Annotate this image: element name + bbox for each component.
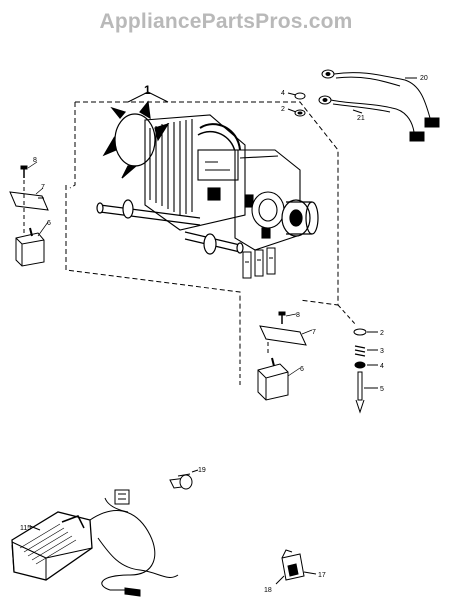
callout-18: 18 [264, 587, 272, 594]
top-nut-washer [287, 92, 306, 117]
callout-1: 1 [144, 83, 151, 97]
callout-6-mid: 6 [300, 366, 304, 373]
foot-control-assembly [11, 489, 179, 597]
leader-motor [127, 91, 149, 103]
callout-5-right: 5 [380, 386, 384, 393]
motor-assembly [96, 100, 319, 279]
callout-115: 115 [20, 525, 31, 532]
callout-17: 17 [318, 572, 326, 579]
right-hardware-stack [337, 304, 378, 414]
callout-6-left: 6 [47, 220, 51, 227]
drive-pulley [281, 199, 319, 237]
left-mount-hardware [9, 165, 49, 267]
field-core [144, 114, 246, 231]
wire-leads [318, 69, 440, 142]
lamp-bulb [169, 469, 199, 490]
callout-4-top: 4 [281, 90, 285, 97]
callout-8-mid: 8 [296, 312, 300, 319]
middle-mount-hardware [239, 311, 307, 401]
clip-parts [275, 549, 317, 585]
callout-19: 19 [198, 467, 206, 474]
motor-enclosure-outline [65, 101, 339, 360]
callout-2-right: 2 [380, 330, 384, 337]
callout-8-left: 8 [33, 157, 37, 164]
callout-2-top: 2 [281, 106, 285, 113]
callout-21: 21 [357, 115, 365, 122]
leader-motor-2 [147, 91, 169, 103]
leader-lines [27, 161, 313, 377]
callout-7-mid: 7 [312, 329, 316, 336]
motor-shafts [96, 199, 244, 255]
end-housing [234, 149, 301, 251]
brush-holders [242, 247, 276, 279]
watermark-text: AppliancePartsPros.com [99, 10, 353, 33]
callout-3-right: 3 [380, 348, 384, 355]
callout-7-left: 7 [41, 184, 45, 191]
callout-20: 20 [420, 75, 428, 82]
callout-4-right: 4 [380, 363, 384, 370]
fan-blades [102, 100, 170, 179]
callout-labels: 1 4 2 8 7 6 8 7 6 2 3 4 5 20 21 19 115 1… [20, 75, 428, 594]
